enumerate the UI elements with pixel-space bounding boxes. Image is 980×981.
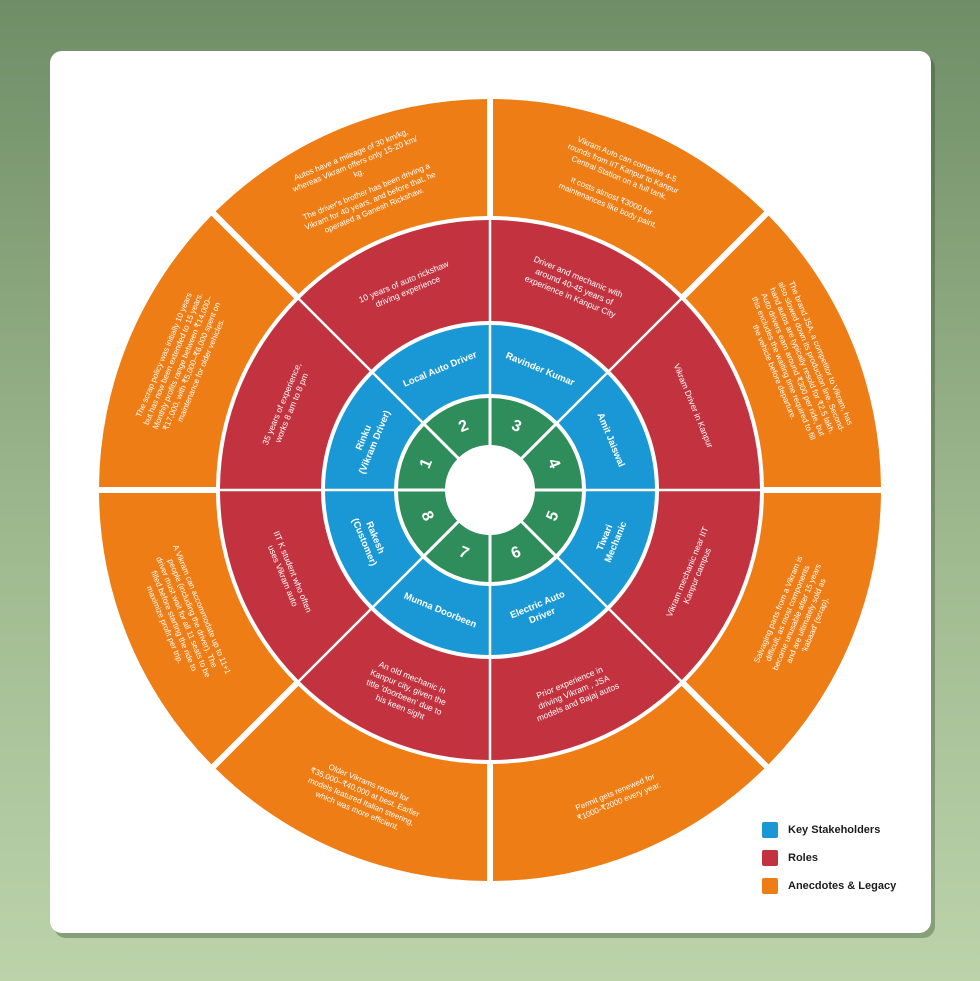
role-wedge [220,491,370,681]
role-wedge [220,299,370,489]
number-wedge [398,426,458,489]
legend-label: Anecdotes & Legacy [788,880,897,892]
number-wedge [426,522,489,582]
anecdote-wedge [492,99,765,295]
stakeholder-wedge [325,374,422,489]
number-wedge [491,522,554,582]
legend-item-anecdotes: Anecdotes & Legacy [762,878,896,894]
anecdote-wedge [99,215,295,488]
legend: Key Stakeholders Roles Anecdotes & Legac… [762,822,896,906]
role-wedge [491,220,681,370]
role-wedge [299,610,489,760]
anecdote-wedge [685,492,881,765]
stakeholder-wedge [491,558,606,655]
anecdote-wedge [492,685,765,881]
anecdote-wedge [99,492,295,765]
number-wedge [522,426,582,489]
legend-swatch [762,878,778,894]
legend-item-roles: Roles [762,850,896,866]
legend-swatch [762,822,778,838]
role-wedge [491,610,681,760]
legend-label: Key Stakeholders [788,824,881,836]
role-wedge [299,220,489,370]
anecdote-wedge [685,215,881,488]
center-hub [447,447,533,533]
anecdote-label-line: kg. [352,167,365,179]
stakeholder-wedge [558,491,655,606]
stakeholder-wedge [491,325,606,422]
legend-item-stakeholders: Key Stakeholders [762,822,896,838]
stakeholder-wedge [374,325,489,422]
number-wedge [491,398,554,458]
stakeholder-wedge [325,491,422,606]
anecdote-wedge [215,99,488,295]
anecdote-wedge [215,685,488,881]
number-wedge [398,491,458,554]
number-wedge [522,491,582,554]
stakeholder-wedge [558,374,655,489]
legend-label: Roles [788,852,818,864]
role-wedge [610,491,760,681]
legend-swatch [762,850,778,866]
number-wedge [426,398,489,458]
role-wedge [610,299,760,489]
stakeholder-wedge [374,558,489,655]
